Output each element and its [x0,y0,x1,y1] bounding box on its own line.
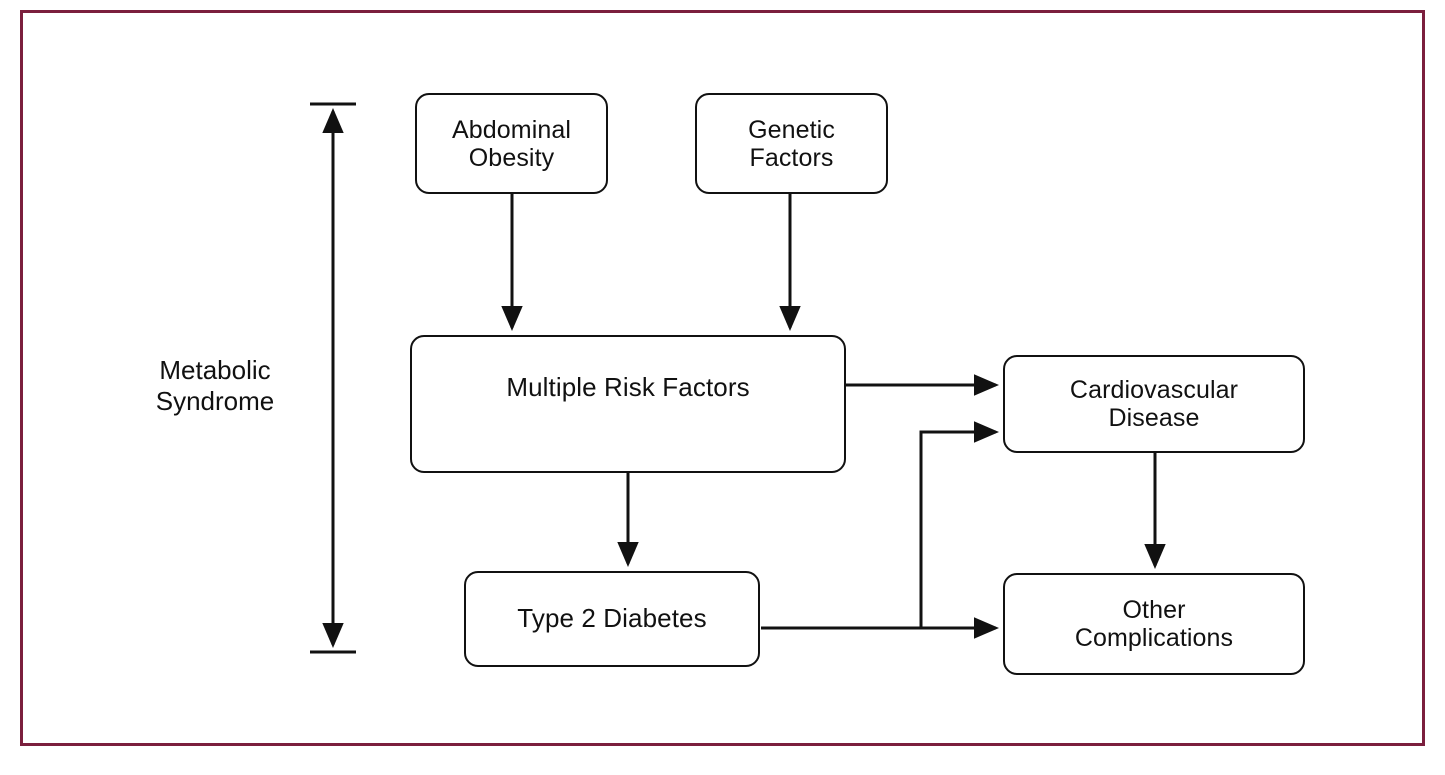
node-multiple-risk-factors[interactable]: Multiple Risk Factors [410,335,846,473]
node-cardiovascular-disease-label: Cardiovascular Disease [1069,376,1239,432]
metabolic-syndrome-bracket [310,102,356,654]
node-other-complications-label: Other Complications [1074,596,1234,652]
node-genetic-factors[interactable]: Genetic Factors [695,93,888,194]
node-multiple-risk-factors-label: Multiple Risk Factors [506,372,750,402]
node-abdominal-obesity[interactable]: Abdominal Obesity [415,93,608,194]
node-type-2-diabetes-label: Type 2 Diabetes [517,603,707,634]
node-abdominal-obesity-label: Abdominal Obesity [451,115,572,172]
edge-diabetes-to-cvd [919,421,999,628]
metabolic-syndrome-label: Metabolic Syndrome [155,355,275,417]
node-type-2-diabetes[interactable]: Type 2 Diabetes [464,571,760,667]
node-cardiovascular-disease[interactable]: Cardiovascular Disease [1003,355,1305,453]
node-genetic-factors-label: Genetic Factors [748,115,835,172]
node-other-complications[interactable]: Other Complications [1003,573,1305,675]
